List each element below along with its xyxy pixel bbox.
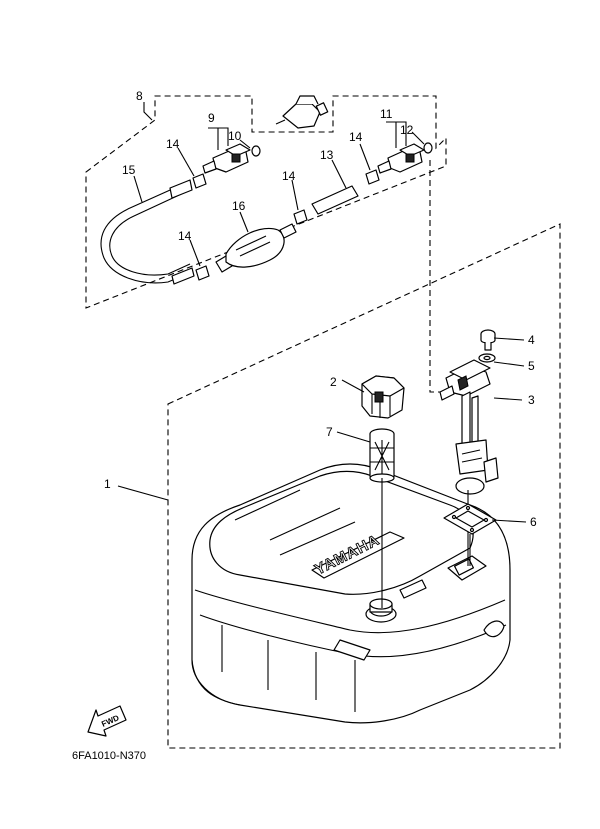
callout-2: 2 [330,375,337,389]
callout-9: 9 [208,111,215,125]
callout-6: 6 [530,515,537,529]
leader-lines [117,102,527,523]
screw-4 [480,329,496,351]
callout-10: 10 [228,129,242,143]
o-ring-12 [423,142,433,154]
callout-14-d: 14 [178,229,192,243]
fwd-arrow-icon: FWD [87,705,127,737]
tank-cap-2 [361,375,405,419]
clamp-14-b [365,169,380,185]
callout-4: 4 [528,333,535,347]
callout-14-c: 14 [282,169,296,183]
fuel-gauge-3 [439,359,499,566]
engine-side-joint [275,95,329,129]
callout-5: 5 [528,359,535,373]
fuel-tank: YAMAHA [191,463,511,724]
fuel-line-group-outline [85,95,447,309]
strainer-7 [369,428,395,608]
callout-1: 1 [104,477,111,491]
callout-12: 12 [400,123,414,137]
hose-13 [311,185,359,215]
callouts: 8 9 10 11 12 14 14 15 13 14 16 14 1 2 7 … [104,89,537,529]
fuel-tank-group-outline [167,223,561,749]
callout-3: 3 [528,393,535,407]
clamp-14-d [195,265,210,281]
callout-13: 13 [320,148,334,162]
connector-line [429,160,446,393]
o-ring-10 [251,145,261,157]
callout-8: 8 [136,89,143,103]
clamp-14-a [192,173,207,189]
callout-14-a: 14 [166,137,180,151]
joint-11 [377,143,425,174]
callout-15: 15 [122,163,136,177]
callout-7: 7 [326,425,333,439]
primer-bulb-16 [215,223,297,273]
callout-16: 16 [232,199,246,213]
document-code: 6FA1010-N370 [72,750,146,762]
hose-15 [100,179,195,285]
joint-9 [202,143,251,174]
washer-5 [478,353,496,363]
clamp-14-c [293,209,308,225]
callout-14-b: 14 [349,130,363,144]
callout-11: 11 [380,107,393,121]
